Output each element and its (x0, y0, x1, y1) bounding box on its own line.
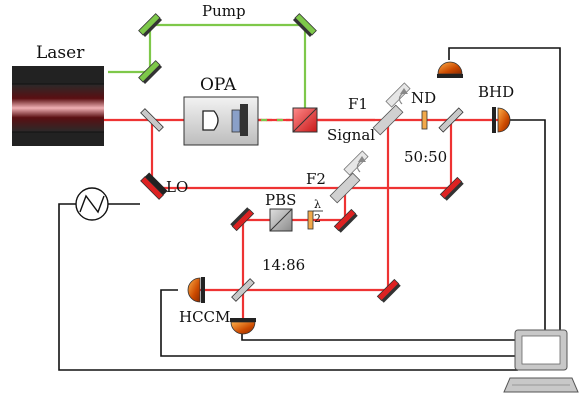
label-bhd: BHD (478, 83, 514, 101)
label-pump: Pump (202, 2, 246, 20)
opa-unit (183, 96, 259, 146)
flip-mirror-f2 (329, 150, 369, 204)
mirror-bottom-right (376, 278, 401, 303)
detector-hccm-left (187, 277, 205, 303)
laser (12, 66, 104, 146)
detector-bhd (492, 107, 511, 133)
half-wave-plate (307, 210, 314, 230)
lo-piezo-mirror (140, 172, 168, 200)
label-signal: Signal (327, 126, 375, 144)
label-bs-1486: 14:86 (262, 256, 305, 274)
electrical-wiring (58, 47, 561, 371)
mirror-pump-3 (138, 60, 163, 85)
mirror-pump-2 (292, 13, 317, 38)
dichroic-cube (292, 107, 318, 133)
label-nd: ND (411, 89, 436, 107)
wire-top-detector-to-computer (448, 47, 561, 330)
mirror-pbs-left (230, 207, 255, 232)
wire-bhd-detector-to-computer (510, 119, 546, 330)
label-pbs: PBS (265, 191, 296, 209)
wire-generator-to-computer (58, 203, 518, 371)
label-hccm: HCCM (179, 308, 230, 326)
mirror-pbs-right (333, 208, 358, 233)
mirror-bhd-corner (439, 176, 464, 201)
pbs-cube (269, 208, 293, 232)
function-generator (75, 187, 109, 221)
mirror-pump-1 (138, 13, 163, 38)
beamsplitter-1486 (231, 278, 255, 302)
detector-top (437, 61, 463, 78)
label-f2: F2 (306, 170, 326, 188)
label-halfwave-denominator: 2 (314, 212, 321, 225)
nd-filter (421, 110, 428, 130)
beamsplitter-laser (140, 108, 164, 132)
label-lo: LO (166, 178, 188, 196)
label-halfwave-numerator: λ (314, 198, 321, 211)
wire-hccm-left-detector-to-computer (160, 289, 520, 357)
flip-mirror-f1 (372, 82, 411, 136)
wire-hccm-bottom-detector-to-computer (241, 330, 526, 341)
detector-hccm-bottom (230, 318, 256, 335)
label-bs-5050: 50:50 (404, 148, 447, 166)
diagram-labels: Pump Laser OPA F1 ND BHD Signal 50:50 LO… (36, 2, 514, 326)
label-laser: Laser (36, 43, 85, 63)
beamsplitter-5050 (438, 107, 464, 133)
computer-icon (503, 329, 579, 393)
label-opa: OPA (200, 75, 237, 95)
label-f1: F1 (348, 95, 368, 113)
